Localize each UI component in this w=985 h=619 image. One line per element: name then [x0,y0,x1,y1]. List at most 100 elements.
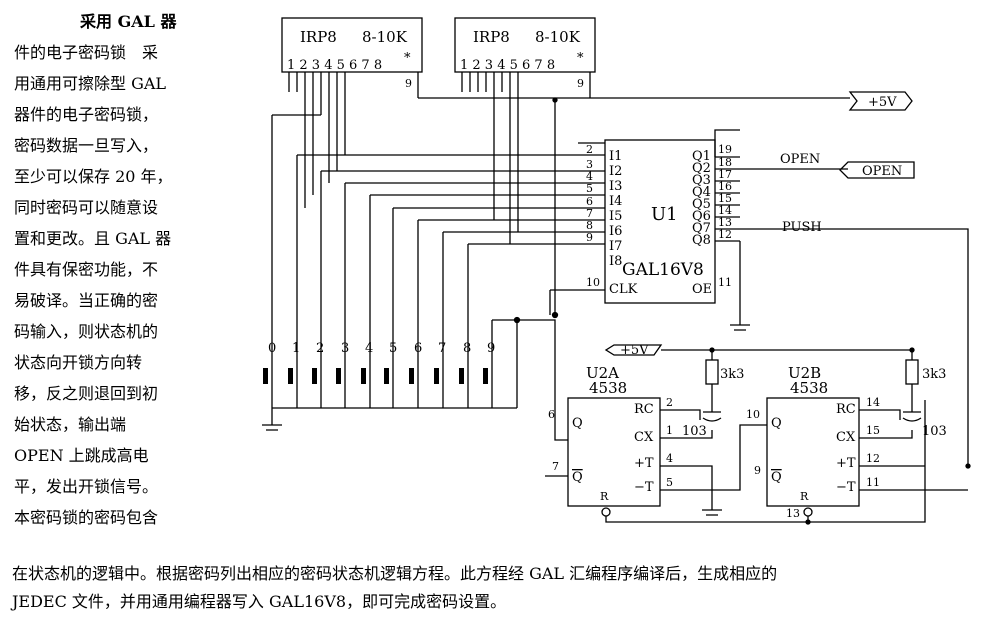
u1-input-pin-numbers: 2 3 4 5 6 7 8 9 10 [586,143,600,289]
u1-out-label: Q8 [692,233,711,248]
text-line: 用通用可擦除型 GAL [14,74,167,93]
u2a-q-label: Q [572,416,583,431]
pin-number: 19 [718,143,732,156]
pin-number: 15 [718,192,732,205]
key-4: 4 [365,341,373,356]
pin-number: 4 [666,452,673,465]
open-port [839,161,915,179]
text-line: 密码数据一旦写入， [14,136,159,155]
u2b-cx-label: CX [836,430,856,445]
u2a-4538: U2A 4538 Q Q RC CX +T −T R [567,364,661,507]
text-line: 码输入，则状态机的 [14,322,159,341]
text-line: OPEN 上跳成高电 [14,446,149,465]
resistor-pack-2: IRP8 8-10K * 1 2 3 4 5 6 7 8 9 [454,17,596,90]
pin-number: 17 [718,168,732,181]
u2b-q-label: Q [771,416,782,431]
pin-number: 1 [666,424,673,437]
u1-in-label: I6 [609,224,622,239]
rp2-pins: 1 2 3 4 5 6 7 8 [460,58,555,73]
text-line: 移，反之则退回到初 [14,384,159,403]
open-port-label: OPEN [862,164,902,179]
resistor-pack-1: IRP8 8-10K * 1 2 3 4 5 6 7 8 9 [281,17,423,90]
text-line: 平，发出开锁信号。 [14,477,159,496]
pin-number: 9 [754,464,761,477]
u2b-ref: U2B [788,364,821,382]
text-line: 同时密码可以随意设 [14,198,159,217]
pin-number: 11 [718,276,732,289]
u2a-r-label: R [600,490,609,503]
pin-number: 6 [586,195,593,208]
key-labels: 0 1 2 3 4 5 6 7 8 9 [268,341,495,356]
u2b-4538: U2B 4538 Q Q RC CX +T −T R [766,364,860,507]
u1-in-label: I8 [609,254,622,269]
push-net-label: PUSH [782,220,822,235]
u1-clk-label: CLK [609,282,638,297]
pin-number: 5 [586,182,593,195]
pin-number: 13 [718,216,732,229]
text-line: 件具有保密功能，不 [14,260,159,279]
pin-number: 2 [586,143,593,156]
rp1-name: IRP8 [300,28,337,46]
key-buttons [263,368,488,384]
pin-number: 3 [586,158,593,171]
pin-number: 12 [866,452,880,465]
u2b-pin-numbers: 10 9 14 15 12 11 13 [746,396,880,520]
pin-number: 11 [866,476,880,489]
rp2-star: * [577,51,584,66]
u2a-cx-label: CX [634,430,654,445]
rp1-pins: 1 2 3 4 5 6 7 8 [287,58,382,73]
key-0: 0 [268,341,276,356]
description-column: 采用 GAL 器 件的电子密码锁 采 用通用可擦除型 GAL 器件的电子密码锁，… [14,6,176,533]
text-line: 器件的电子密码锁， [14,105,159,124]
pin-number: 2 [666,396,673,409]
key-3: 3 [341,341,349,356]
rp1-star: * [404,51,411,66]
keypad [262,316,568,441]
text-line: 在状态机的逻辑中。根据密码列出相应的密码状态机逻辑方程。此方程经 GAL 汇编程… [12,564,778,583]
text-line: 至少可以保存 20 年， [14,167,173,186]
pin-number: 14 [866,396,880,409]
plus5v-port-2 [604,344,663,356]
u1-out-label: Q2 [692,161,711,176]
u1-out-label: Q3 [692,173,711,188]
u2a-mt-label: −T [634,480,654,495]
u2b-c-value: 103 [922,424,947,439]
text-line: 状态向开锁方向转 [14,353,143,372]
u1-out-label: Q1 [692,149,711,164]
key-9: 9 [487,341,495,356]
u1-out-label: Q7 [692,221,711,236]
key-5: 5 [389,341,397,356]
key-6: 6 [414,341,422,356]
pin-number: 13 [786,507,800,520]
rp1-pin9: 9 [405,77,412,90]
key-2: 2 [316,341,324,356]
u1-out-label: Q4 [692,185,711,200]
rp1-value: 8-10K [362,28,408,46]
key-7: 7 [438,341,446,356]
u1-output-pin-numbers: 19 18 17 16 15 14 13 12 11 [718,143,732,289]
u2b-rc-label: RC [836,402,856,417]
u2a-r-value: 3k3 [720,367,744,382]
u1-in-label: I4 [609,194,622,209]
text-line: 易破译。当正确的密 [14,291,159,310]
bottom-paragraph: 在状态机的逻辑中。根据密码列出相应的密码状态机逻辑方程。此方程经 GAL 汇编程… [12,560,777,616]
key-8: 8 [463,341,471,356]
u1-oe-label: OE [692,282,712,297]
text-line: 本密码锁的密码包含 [14,508,159,527]
text-line: 采用 GAL 器 [80,12,177,31]
pin-number: 9 [586,231,593,244]
u2b-qbar-label: Q [771,470,782,485]
plus5v-label-2: +5V [620,343,649,358]
text-line: 置和更改。且 GAL 器 [14,229,172,248]
text-line: 件的电子密码锁 采 [14,43,159,62]
u2b-pt-label: +T [836,456,856,471]
pin-number: 12 [718,228,732,241]
pin-number: 5 [666,476,673,489]
u2a-c-value: 103 [682,424,707,439]
u2b-r-label: R [800,490,809,503]
key-1: 1 [292,341,300,356]
rp2-value: 8-10K [535,28,581,46]
u1-out-label: Q5 [692,197,711,212]
u1-in-label: I1 [609,149,622,164]
pin-number: 7 [586,207,593,220]
